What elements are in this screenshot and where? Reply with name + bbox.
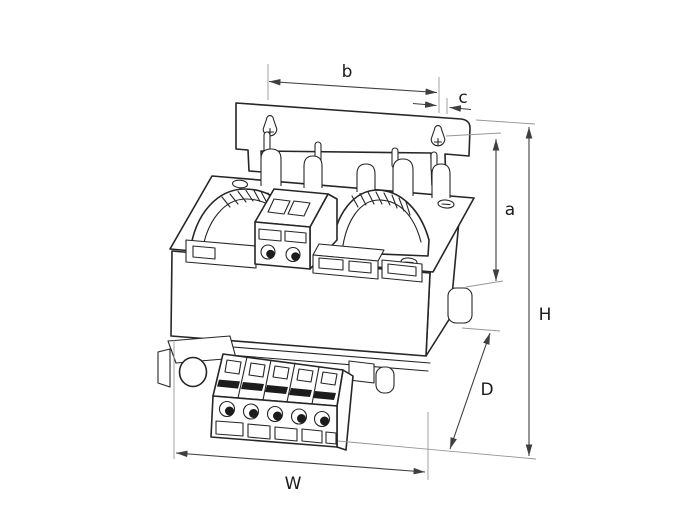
dimension-label-c: c xyxy=(458,88,467,108)
extension-lines xyxy=(173,64,537,480)
keyhole-right-cross-mark xyxy=(433,137,443,147)
dome-pin xyxy=(303,155,323,188)
coil-terminal-pins xyxy=(260,131,451,198)
top-block-opening xyxy=(267,198,291,215)
bottom-block-fins xyxy=(212,353,344,407)
base-right-foot xyxy=(375,366,395,394)
side-clip-tab xyxy=(447,287,473,324)
coil-arch-right xyxy=(330,189,430,257)
dimension-line-c-left-arrow xyxy=(412,101,437,108)
dimension-label-w: W xyxy=(285,474,302,494)
dimension-lines xyxy=(175,78,533,475)
dome-pin xyxy=(392,158,414,196)
base-left-wing xyxy=(157,348,171,388)
roller-cylinder xyxy=(178,356,208,388)
dimension-label-h: H xyxy=(539,305,552,325)
bottom-block-back-openings xyxy=(224,359,338,386)
dimension-labels: b c a H D W xyxy=(285,62,552,494)
keyhole-slot-right xyxy=(430,125,446,147)
bobbin-ledges xyxy=(185,239,423,283)
baseline xyxy=(337,440,537,460)
dome-pin xyxy=(356,163,376,192)
dimension-label-b: b xyxy=(342,62,353,82)
dimension-line-d xyxy=(449,332,491,450)
dome-pin xyxy=(260,148,282,186)
dome-pin xyxy=(431,163,451,198)
bottom-block-screws xyxy=(218,400,331,428)
dimension-line-c-right-arrow xyxy=(449,105,472,112)
bottom-block-lower-windows xyxy=(215,420,337,445)
top-block-screws xyxy=(260,244,301,263)
bottom-block-slots xyxy=(217,379,336,400)
coil-arch-right-inner xyxy=(341,199,422,253)
dimension-label-d: D xyxy=(480,380,493,400)
leader-a-bottom xyxy=(465,280,504,288)
base-assembly xyxy=(157,287,473,394)
leader-h-top xyxy=(475,119,536,125)
terminal-block-bottom xyxy=(210,353,354,451)
leader-d-top xyxy=(461,327,501,332)
top-block-opening xyxy=(287,200,311,217)
leader-a-top xyxy=(445,132,502,137)
dimension-line-w xyxy=(175,450,426,475)
mounting-bracket xyxy=(235,102,471,187)
bracket-bar xyxy=(235,102,471,187)
terminal-block-aux xyxy=(312,243,385,280)
coil-hatching-right xyxy=(351,191,411,216)
dimension-label-a: a xyxy=(505,200,515,220)
dimension-line-b xyxy=(268,78,438,96)
